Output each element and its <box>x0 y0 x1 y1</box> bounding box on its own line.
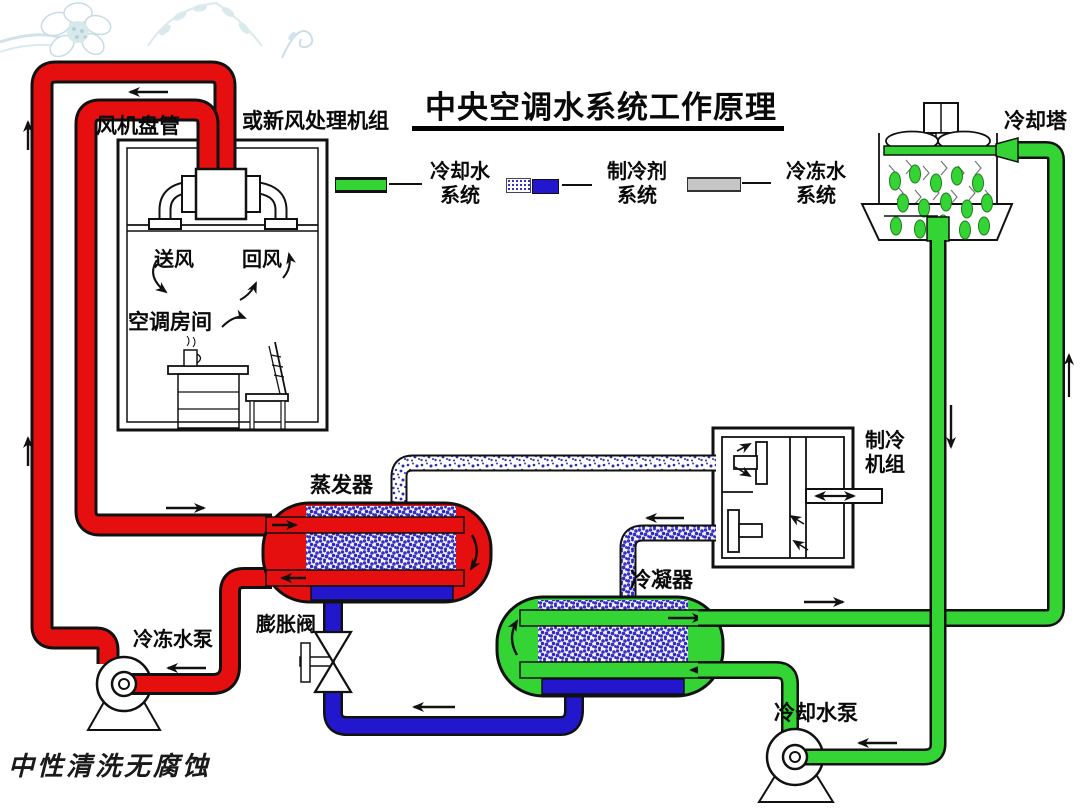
label-fan-coil: 风机盘管 <box>96 115 180 138</box>
room-furniture <box>167 335 289 430</box>
label-expansion-valve: 膨胀阀 <box>256 614 316 636</box>
label-condenser: 冷凝器 <box>630 569 693 592</box>
legend-swatch-refrigerant <box>532 179 559 194</box>
legend-connector <box>742 182 771 184</box>
legend-label-cooling-water: 冷却水 系统 <box>430 161 490 207</box>
expansion-valve <box>299 630 353 694</box>
legend-connector <box>562 184 592 186</box>
label-cooling-tower: 冷却塔 <box>1004 110 1067 133</box>
label-chilled-water-pump: 冷冻水泵 <box>133 629 213 651</box>
legend-swatch-cooling-water <box>335 177 387 193</box>
label-refrigeration-unit: 制冷 机组 <box>865 430 905 476</box>
air-flow-arrows <box>152 252 296 328</box>
refrigerant-discharge-pipe <box>628 513 716 600</box>
legend-swatch-chilled-water <box>687 177 741 192</box>
cooling-tower <box>860 102 1019 242</box>
label-evaporator: 蒸发器 <box>310 474 373 497</box>
watermark-text: 中性清洗无腐蚀 <box>8 752 212 782</box>
refrigerant-liquid-line <box>333 598 574 726</box>
title-underline <box>412 126 784 131</box>
evaporator <box>261 501 493 604</box>
refrigerant-suction-pipe <box>399 463 716 507</box>
chilled-water-pump <box>86 578 272 731</box>
cooling-loop-arrows <box>857 405 956 748</box>
legend-connector <box>389 183 422 185</box>
spray-nozzle <box>995 137 1019 163</box>
label-cooling-water-pump: 冷却水泵 <box>774 702 858 725</box>
label-return-air: 回风 <box>242 249 282 271</box>
water-droplets <box>889 164 993 240</box>
fan-coil-machine <box>148 167 298 230</box>
cooling-water-pump <box>757 240 938 803</box>
page-title: 中央空调水系统工作原理 <box>425 90 777 125</box>
cooling-water-loop <box>698 150 1074 736</box>
condenser <box>495 595 725 698</box>
label-fresh-air-unit: 或新风处理机组 <box>242 110 389 133</box>
chilled-loop-arrows <box>23 87 206 673</box>
decorative-watermark <box>0 1 314 59</box>
legend-swatch-refrigerant-speckle <box>506 178 531 193</box>
label-supply-air: 送风 <box>154 249 194 271</box>
refrigeration-unit <box>711 426 883 569</box>
legend-label-refrigerant: 制冷剂 系统 <box>607 161 667 207</box>
label-room: 空调房间 <box>128 311 212 334</box>
legend-label-chilled-water: 冷冻水 系统 <box>786 161 846 207</box>
spray-pipe <box>883 145 997 156</box>
